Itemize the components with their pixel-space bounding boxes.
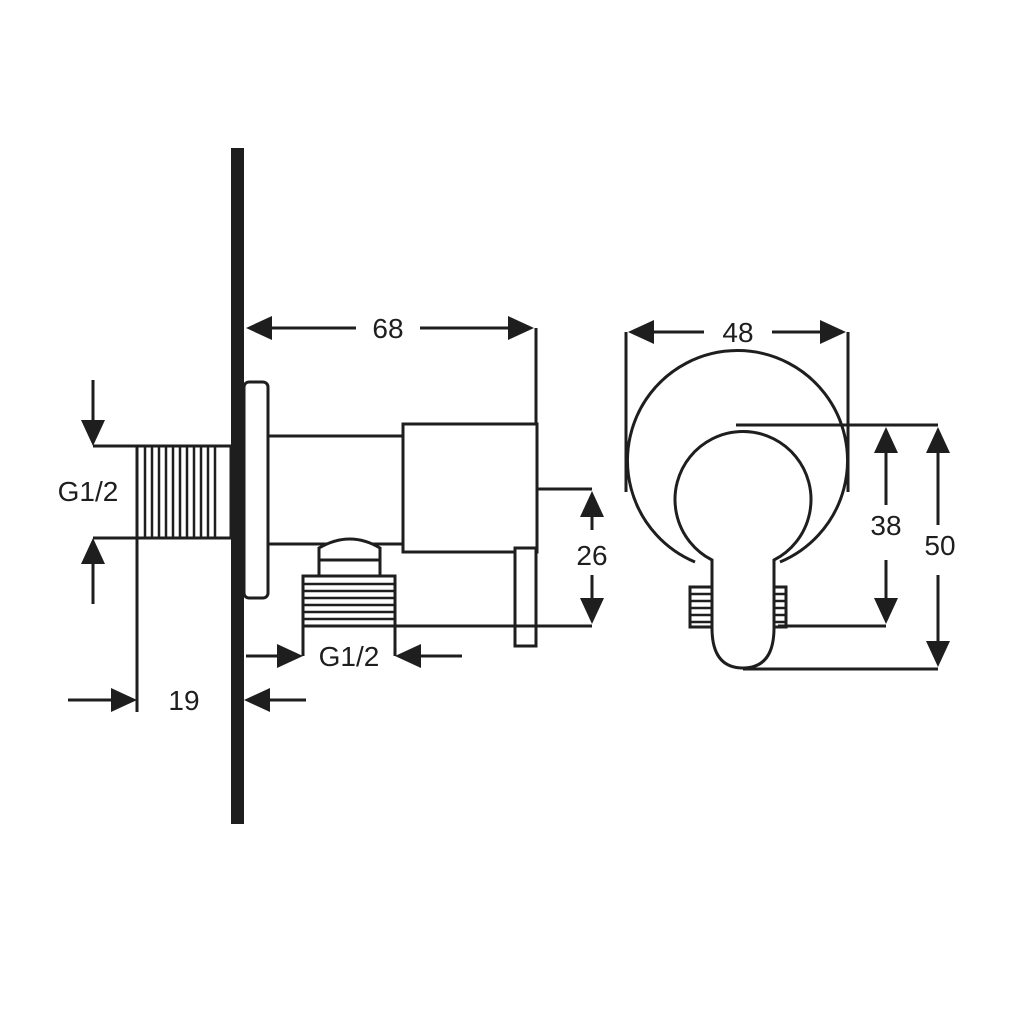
front-view: [626, 349, 849, 670]
wall-line: [231, 148, 244, 824]
dimension-inlet-thread: G1/2: [58, 380, 137, 604]
valve-head: [401, 422, 539, 554]
front-lever-outline: [673, 430, 813, 670]
side-view: [135, 380, 539, 648]
dimension-overall-height: 50: [743, 427, 956, 671]
dimension-outlet-thread: G1/2: [246, 612, 462, 672]
front-thread-right: [772, 585, 788, 629]
rosette-flange: [242, 380, 270, 600]
valve-neck: [266, 434, 406, 546]
front-thread-left: [688, 585, 714, 629]
dimension-outlet-height: 26: [377, 487, 608, 628]
dimension-width: 48: [624, 317, 850, 492]
outlet-thread-label: G1/2: [319, 641, 380, 672]
outlet-thread-lines: [303, 582, 395, 621]
dimension-body-height: 38: [736, 423, 938, 628]
dimension-outlet-height-label: 26: [576, 540, 607, 571]
dimension-wall-thread-length: 19: [68, 538, 306, 716]
front-rosette-ring: [626, 349, 849, 564]
inlet-thread-lines: [143, 446, 217, 538]
dimension-width-label: 48: [722, 317, 753, 348]
dimension-body-height-label: 38: [870, 510, 901, 541]
inlet-thread-label: G1/2: [58, 476, 119, 507]
dimension-depth: 68: [246, 313, 538, 424]
dimension-wall-thread-label: 19: [168, 685, 199, 716]
dimension-depth-label: 68: [372, 313, 403, 344]
handle-lever: [513, 546, 538, 648]
outlet-hex-nut: [317, 537, 382, 578]
dimension-overall-height-label: 50: [924, 530, 955, 561]
